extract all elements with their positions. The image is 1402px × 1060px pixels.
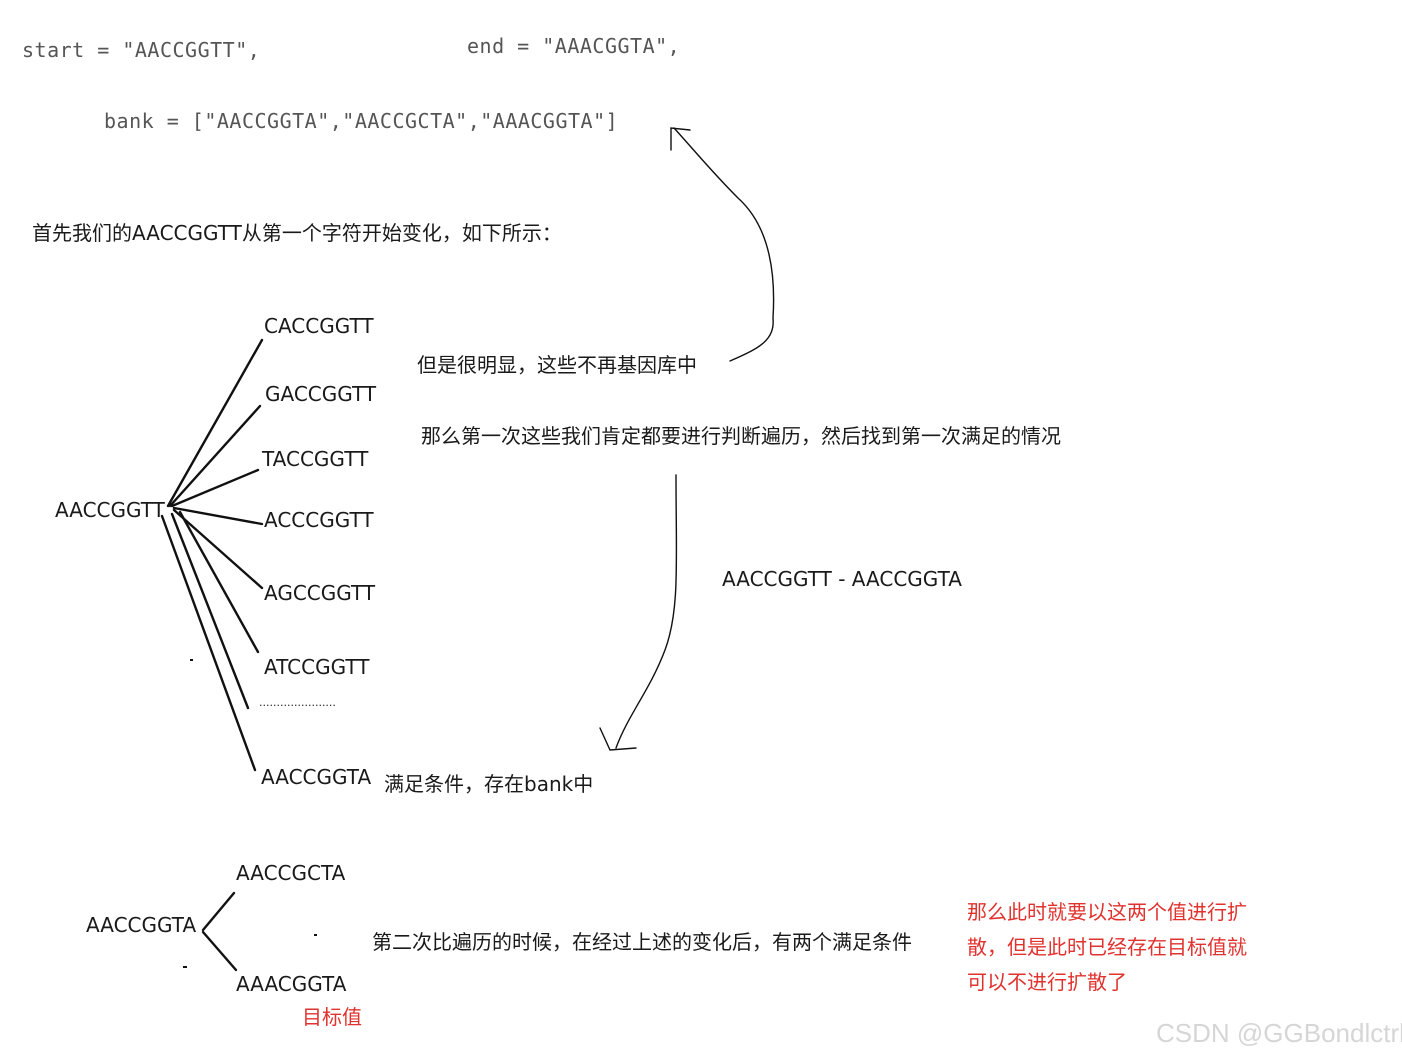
red-note-line: 可以不进行扩散了 bbox=[967, 970, 1127, 994]
red-note-line: 散，但是此时已经存在目标值就 bbox=[967, 935, 1247, 959]
tree1-child: ACCCGGTT bbox=[264, 508, 374, 532]
branch-cacc bbox=[166, 338, 264, 508]
code-bank: bank = ["AACCGGTA","AACCGCTA","AAACGGTA"… bbox=[104, 109, 619, 133]
branch-dots bbox=[170, 512, 250, 710]
branch-atcc bbox=[178, 510, 260, 654]
note-transition: AACCGGTT - AACCGGTA bbox=[722, 567, 962, 591]
tree1-child: AGCCGGTT bbox=[264, 581, 376, 605]
stray-dot bbox=[183, 966, 187, 968]
target-label: 目标值 bbox=[302, 1005, 362, 1029]
note-satisfies: 满足条件，存在bank中 bbox=[384, 772, 594, 796]
branch-tacc bbox=[170, 468, 260, 508]
branch-agcc bbox=[172, 508, 264, 590]
tree1-child: TACCGGTT bbox=[262, 447, 369, 471]
stray-dot bbox=[314, 934, 317, 936]
tree2-child: AACCGCTA bbox=[236, 861, 346, 885]
tree1-root: AACCGGTT bbox=[55, 498, 165, 522]
tree1-child: GACCGGTT bbox=[265, 382, 377, 406]
arrow-down bbox=[615, 474, 678, 749]
tree1-child: CACCGGTT bbox=[264, 314, 374, 338]
arrow-head-down bbox=[599, 727, 637, 751]
tree1-child: AACCGGTA bbox=[261, 765, 372, 789]
code-start: start = "AACCGGTT", bbox=[22, 38, 261, 62]
tree1-child: ATCCGGTT bbox=[264, 655, 370, 679]
code-end: end = "AAACGGTA", bbox=[467, 34, 681, 58]
branch2-aaacggta bbox=[201, 930, 238, 972]
branch-accc bbox=[172, 506, 264, 526]
tree2-child: AAACGGTA bbox=[236, 972, 347, 996]
branch-gacc bbox=[168, 404, 262, 508]
note-second-traverse: 第二次比遍历的时候，在经过上述的变化后，有两个满足条件 bbox=[372, 930, 912, 954]
stray-dot bbox=[190, 659, 193, 661]
note-not-in-bank: 但是很明显，这些不再基因库中 bbox=[417, 353, 697, 377]
arrow-to-bank bbox=[673, 127, 775, 362]
note-first-traverse: 那么第一次这些我们肯定都要进行判断遍历，然后找到第一次满足的情况 bbox=[421, 424, 1061, 448]
tree1-ellipsis: ...................... bbox=[259, 696, 336, 709]
tree2-root: AACCGGTA bbox=[86, 913, 197, 937]
watermark: CSDN @GGBondlctrl bbox=[1156, 1018, 1402, 1048]
arrow-head-up bbox=[670, 127, 691, 151]
intro-text: 首先我们的AACCGGTT从第一个字符开始变化，如下所示： bbox=[32, 221, 562, 245]
branch2-aaccgcta bbox=[201, 891, 236, 932]
red-note-line: 那么此时就要以这两个值进行扩 bbox=[967, 900, 1247, 924]
branch-aacc bbox=[160, 514, 257, 772]
